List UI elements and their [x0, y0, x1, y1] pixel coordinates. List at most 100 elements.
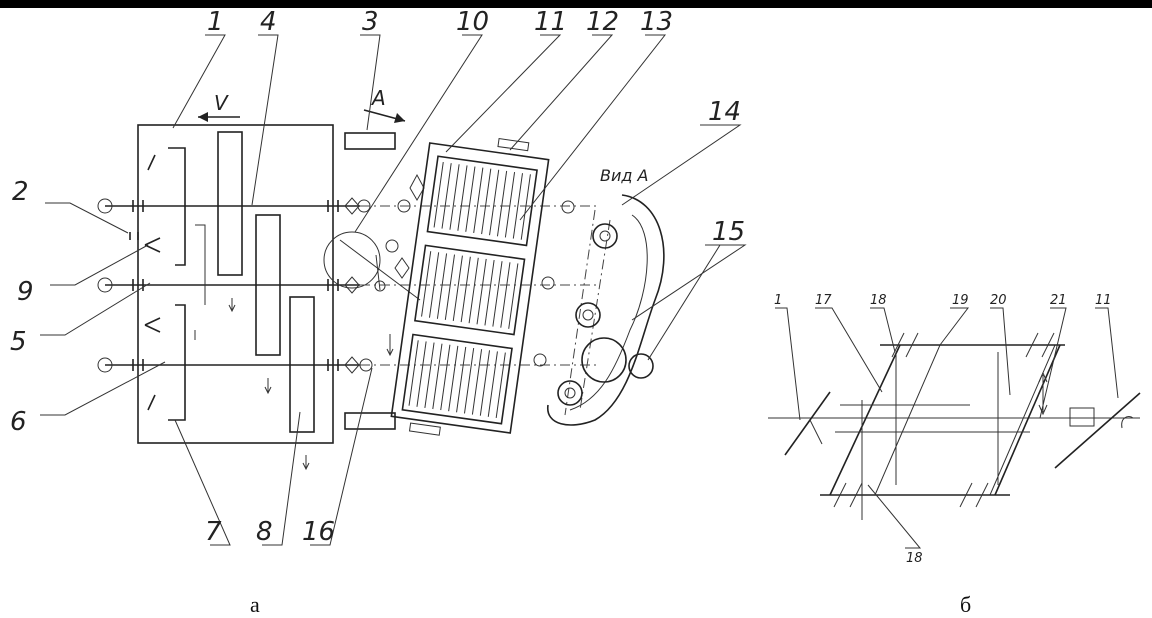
panel-bottom-tab — [408, 422, 441, 436]
bearings-left — [129, 200, 144, 371]
hatch-mark — [849, 482, 863, 508]
view-arrowhead — [394, 113, 405, 123]
panel-slat — [468, 257, 479, 324]
panel-slat — [449, 164, 460, 230]
panel-slat — [433, 161, 444, 228]
panel-slat — [452, 255, 463, 322]
panel-slat — [489, 169, 500, 236]
chain-drive — [323, 173, 600, 374]
label-b-19: 19 — [952, 293, 969, 308]
label-11: 11 — [534, 7, 567, 37]
hatch-mark — [1025, 332, 1039, 358]
panel-slat — [496, 170, 508, 237]
panel-slat — [456, 346, 467, 413]
label-10: 10 — [456, 7, 489, 37]
panel-slat — [436, 253, 448, 319]
gear-upper — [217, 131, 243, 276]
sprocket-2 — [575, 302, 601, 328]
panel-assembly — [390, 138, 550, 436]
lever-4 — [144, 317, 161, 326]
hatch-mark — [975, 482, 989, 508]
hatch-mark — [905, 332, 919, 358]
panel-slat — [465, 166, 476, 232]
velocity-label: V — [214, 91, 229, 115]
panel-slat — [500, 262, 511, 328]
label-13: 13 — [640, 7, 673, 37]
clutch-bracket-upper — [168, 147, 186, 266]
label-6: 6 — [10, 407, 27, 437]
gear-15-small — [628, 353, 654, 379]
sprocket-hub-3 — [564, 387, 576, 399]
view-a-bracket — [547, 194, 665, 426]
panel-slat — [495, 352, 506, 418]
panel-slat — [504, 172, 516, 238]
lever-1 — [147, 154, 156, 171]
lever-3 — [144, 244, 161, 253]
frame-right-diag — [994, 344, 1061, 496]
panel-slat — [484, 260, 495, 326]
label-b-20: 20 — [990, 293, 1007, 308]
panel-pin-3 — [533, 353, 547, 367]
hatch-mark — [1041, 332, 1055, 358]
label-5: 5 — [10, 327, 27, 357]
panel-slat — [473, 167, 484, 234]
sprocket-1 — [592, 223, 618, 249]
label-b-21: 21 — [1050, 293, 1067, 308]
panel-slat — [416, 341, 427, 407]
frame-left-diag — [829, 344, 901, 496]
shaft-end-lower — [97, 357, 113, 373]
label-12: 12 — [586, 7, 619, 37]
caption-b: б — [960, 592, 971, 617]
element-11-line — [1054, 392, 1141, 469]
gear-15-large — [581, 337, 627, 383]
panel-section-2 — [414, 244, 526, 336]
rotation-mark — [1121, 415, 1134, 429]
panel-frame — [390, 142, 550, 434]
panel-slat — [481, 168, 492, 235]
panel-slat — [487, 351, 498, 417]
sprocket-hub-1 — [599, 230, 611, 242]
panel-section-1 — [426, 155, 538, 247]
element-1-cross — [809, 419, 823, 445]
label-3: 3 — [362, 7, 379, 37]
panel-pin-1 — [561, 200, 575, 214]
label-b-18-top: 18 — [870, 293, 887, 308]
label-9: 9 — [17, 277, 34, 307]
shaft-end-middle — [97, 277, 113, 293]
lever-6 — [147, 394, 156, 411]
panel-slat — [460, 256, 471, 323]
coupling-block — [1069, 407, 1095, 427]
gear-lower-8 — [289, 296, 315, 433]
hatch-mark — [891, 332, 905, 358]
view-arrow-label: A — [370, 86, 386, 110]
panel-slat — [463, 348, 475, 414]
panel-slat — [479, 350, 491, 416]
view-a-assembly: Вид А — [547, 166, 665, 426]
panel-slat — [444, 254, 456, 320]
velocity-arrowhead — [198, 112, 208, 122]
label-15: 15 — [712, 217, 745, 247]
label-7: 7 — [205, 517, 222, 547]
lever-5 — [144, 324, 161, 333]
panel-slat — [424, 342, 435, 408]
panel-top-tab — [497, 138, 530, 152]
panel-slats — [408, 161, 531, 418]
label-8: 8 — [256, 517, 273, 547]
panel-slat — [457, 165, 468, 231]
panel-slat — [441, 163, 452, 229]
label-4: 4 — [260, 7, 277, 37]
figure-a: V A — [10, 7, 747, 617]
double-arrow-head-top — [1038, 371, 1048, 383]
panel-slat — [440, 344, 451, 411]
panel-slat — [520, 174, 531, 240]
leader-lines-b — [775, 307, 1119, 549]
panel-slat — [432, 343, 443, 410]
panel-pin-2 — [541, 276, 555, 290]
shaft-end-upper — [97, 198, 113, 214]
panel-slat — [508, 263, 519, 329]
label-1: 1 — [207, 7, 224, 37]
rotation-arrows — [228, 298, 394, 471]
lever-2 — [144, 237, 161, 246]
gearbox-housing — [137, 124, 334, 444]
